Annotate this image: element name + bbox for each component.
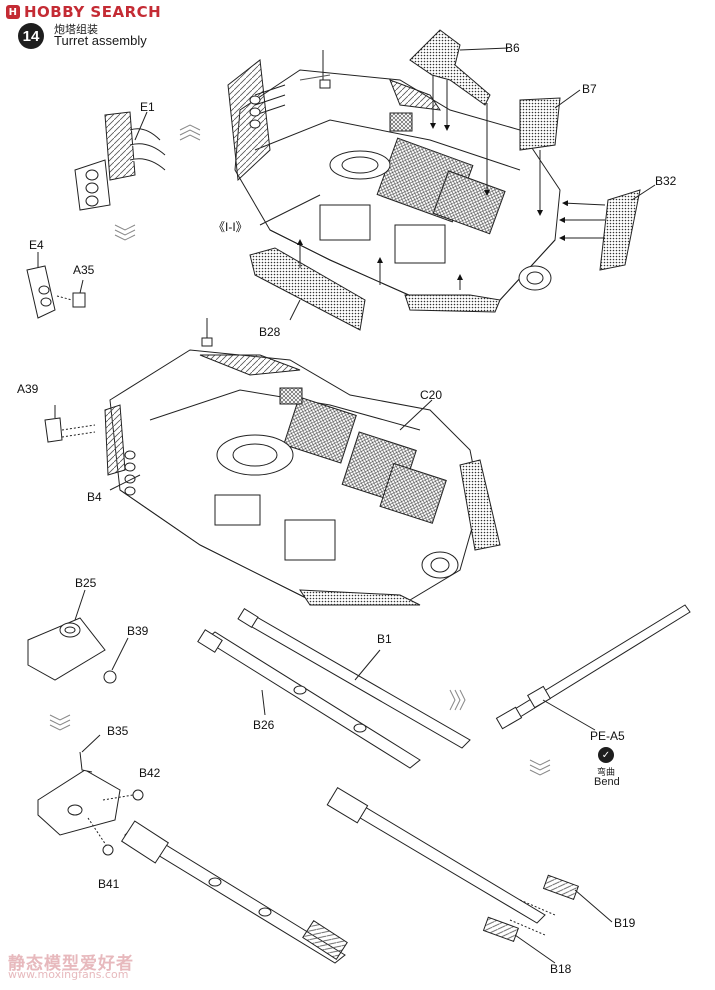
hobby-search-watermark: H HOBBY SEARCH <box>6 2 161 22</box>
step-title-en: Turret assembly <box>54 33 147 48</box>
hobby-search-logo-icon: H <box>6 5 20 19</box>
step-number-badge: 14 <box>18 23 44 49</box>
bend-label-en: Bend <box>594 776 620 788</box>
moxingfans-url: www.moxingfans.com <box>8 968 129 981</box>
part-b1-b26 <box>197 607 471 769</box>
label-a39: A39 <box>17 382 39 396</box>
label-b42: B42 <box>139 766 161 780</box>
label-b6: B6 <box>505 41 520 55</box>
part-lower-barrel <box>120 820 348 964</box>
label-b35: B35 <box>107 724 129 738</box>
part-pe-a5 <box>495 604 691 731</box>
upper-turret <box>227 50 561 301</box>
bend-label-cn: 弯曲 <box>597 768 616 778</box>
moxingfans-watermark: 静态模型爱好者 <box>8 954 134 974</box>
part-b7-mesh <box>519 89 581 216</box>
label-e4: E4 <box>29 238 44 252</box>
label-pe-a5: PE-A5 <box>590 729 625 743</box>
hobby-search-text: HOBBY SEARCH <box>24 3 162 21</box>
part-b6-mesh <box>409 29 509 196</box>
part-b35-b42-b41 <box>37 734 144 856</box>
part-e1 <box>74 111 166 211</box>
part-b19-b18 <box>326 786 613 964</box>
part-b32-mesh <box>559 184 656 271</box>
middle-turret <box>104 318 501 606</box>
part-a39 <box>44 405 96 443</box>
part-b25-b39 <box>27 589 129 684</box>
label-b19: B19 <box>614 916 636 930</box>
label-b18: B18 <box>550 962 572 976</box>
label-a35: A35 <box>73 263 95 277</box>
label-b28: B28 <box>259 325 281 339</box>
part-b28-mesh <box>249 239 501 331</box>
label-i1: 《I-I》 <box>213 220 248 234</box>
part-e4-a35 <box>26 252 86 319</box>
label-c20: C20 <box>420 388 443 402</box>
label-b1: B1 <box>377 632 392 646</box>
label-b32: B32 <box>655 174 677 188</box>
direction-chevrons <box>49 124 551 776</box>
leader-i1 <box>259 194 321 226</box>
label-b26: B26 <box>253 718 275 732</box>
label-b41: B41 <box>98 877 120 891</box>
label-b4: B4 <box>87 490 102 504</box>
label-b39: B39 <box>127 624 149 638</box>
step-title-cn: 炮塔组装 <box>54 23 98 36</box>
label-b25: B25 <box>75 576 97 590</box>
bend-icon: ✓ <box>598 747 614 763</box>
label-b7: B7 <box>582 82 597 96</box>
label-e1: E1 <box>140 100 155 114</box>
